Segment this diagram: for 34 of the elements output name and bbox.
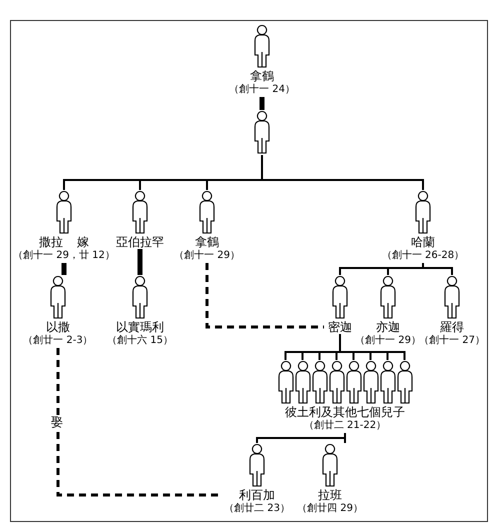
person-name: 彼土利及其他七個兒子 xyxy=(285,405,405,419)
verse-reference: （創十一 24） xyxy=(229,83,295,97)
descent-line xyxy=(138,249,142,275)
edge-label: 娶 xyxy=(51,414,65,428)
descent-line xyxy=(62,263,66,275)
verse-reference: （創廿四 29） xyxy=(297,502,363,516)
verse-reference: （創廿二 23） xyxy=(224,502,290,516)
person-name: 羅得 xyxy=(440,320,464,334)
person-name: 拉班 xyxy=(318,488,342,502)
person-name: 亞伯拉罕 xyxy=(116,235,164,249)
descent-line xyxy=(422,263,453,275)
person-name: 亦迦 xyxy=(376,320,400,334)
person-name: 密迦 xyxy=(328,320,352,334)
verse-reference: （創十六 15） xyxy=(107,334,173,348)
verse-reference: （創十一 29，廿 12） xyxy=(13,249,115,263)
descent-line xyxy=(260,97,264,110)
descent-line xyxy=(284,333,406,361)
person-name: 拿鶴 xyxy=(250,69,274,83)
verse-reference: （創十一 29） xyxy=(355,334,421,348)
person-name: 哈蘭 xyxy=(411,235,435,249)
verse-reference: （創廿一 2-3） xyxy=(23,334,93,348)
person-name: 以實瑪利 xyxy=(116,320,164,334)
relation-note: 嫁 xyxy=(77,235,89,249)
descent-line xyxy=(261,155,424,190)
verse-reference: （創十一 27） xyxy=(419,334,485,348)
marriage-line xyxy=(56,348,221,496)
verse-reference: （創十一 26-28） xyxy=(382,249,464,263)
person-name: 拿鶴 xyxy=(195,235,219,249)
verse-reference: （創廿二 21-22） xyxy=(304,419,386,433)
marriage-line xyxy=(206,263,324,328)
verse-reference: （創十一 29） xyxy=(174,249,240,263)
person-name: 撒拉 xyxy=(39,235,63,249)
person-name: 利百加 xyxy=(239,488,275,502)
person-name: 以撒 xyxy=(46,320,70,334)
